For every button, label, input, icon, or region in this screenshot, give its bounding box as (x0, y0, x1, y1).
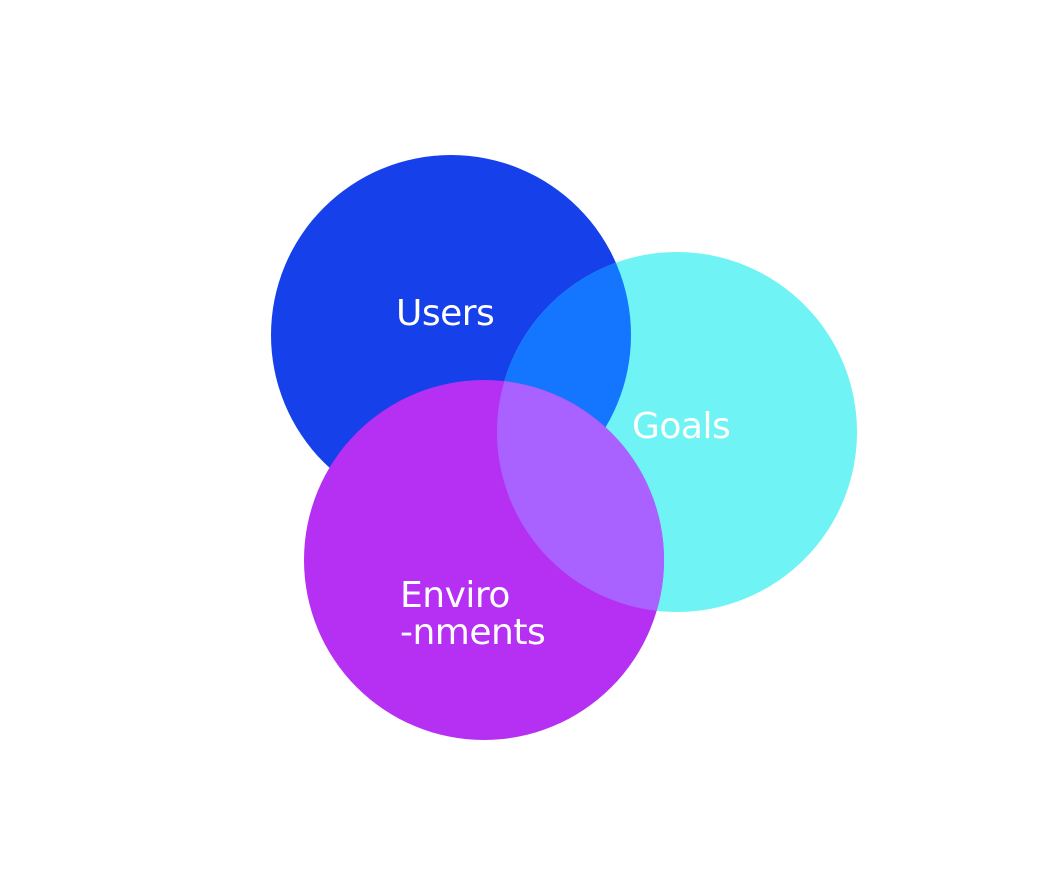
users-goals-overlap (497, 252, 631, 515)
environments-label-line1: Enviro (400, 575, 510, 616)
goals-environments-overlap (497, 380, 664, 612)
goals-label: Goals (632, 406, 730, 447)
environments-label-line2: -nments (400, 612, 545, 653)
users-label: Users (396, 293, 494, 334)
